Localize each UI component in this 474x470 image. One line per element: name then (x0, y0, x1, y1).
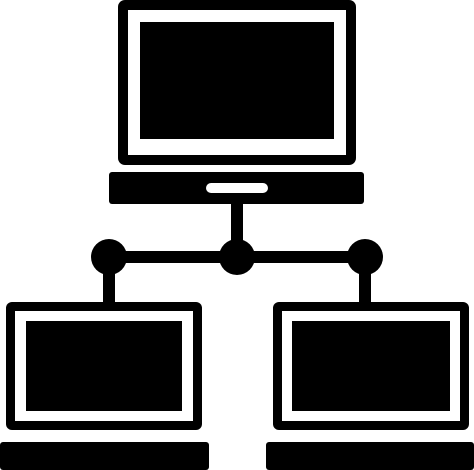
laptop-bottom-right-icon (266, 302, 474, 470)
laptop-top-icon (109, 0, 364, 204)
network-hub (219, 239, 255, 275)
laptop-bottom-left-display (26, 321, 182, 411)
node-left (91, 239, 127, 275)
connector-top-vertical (231, 204, 243, 242)
laptop-bottom-right-display (292, 321, 450, 411)
laptop-bottom-right-base (266, 442, 474, 470)
network-connectors-icon (91, 204, 383, 306)
laptop-bottom-left-icon (0, 302, 209, 470)
laptop-bottom-left-base (0, 442, 209, 470)
laptop-top-trackpad (206, 183, 268, 193)
node-right (347, 239, 383, 275)
laptop-top-display (140, 22, 334, 139)
